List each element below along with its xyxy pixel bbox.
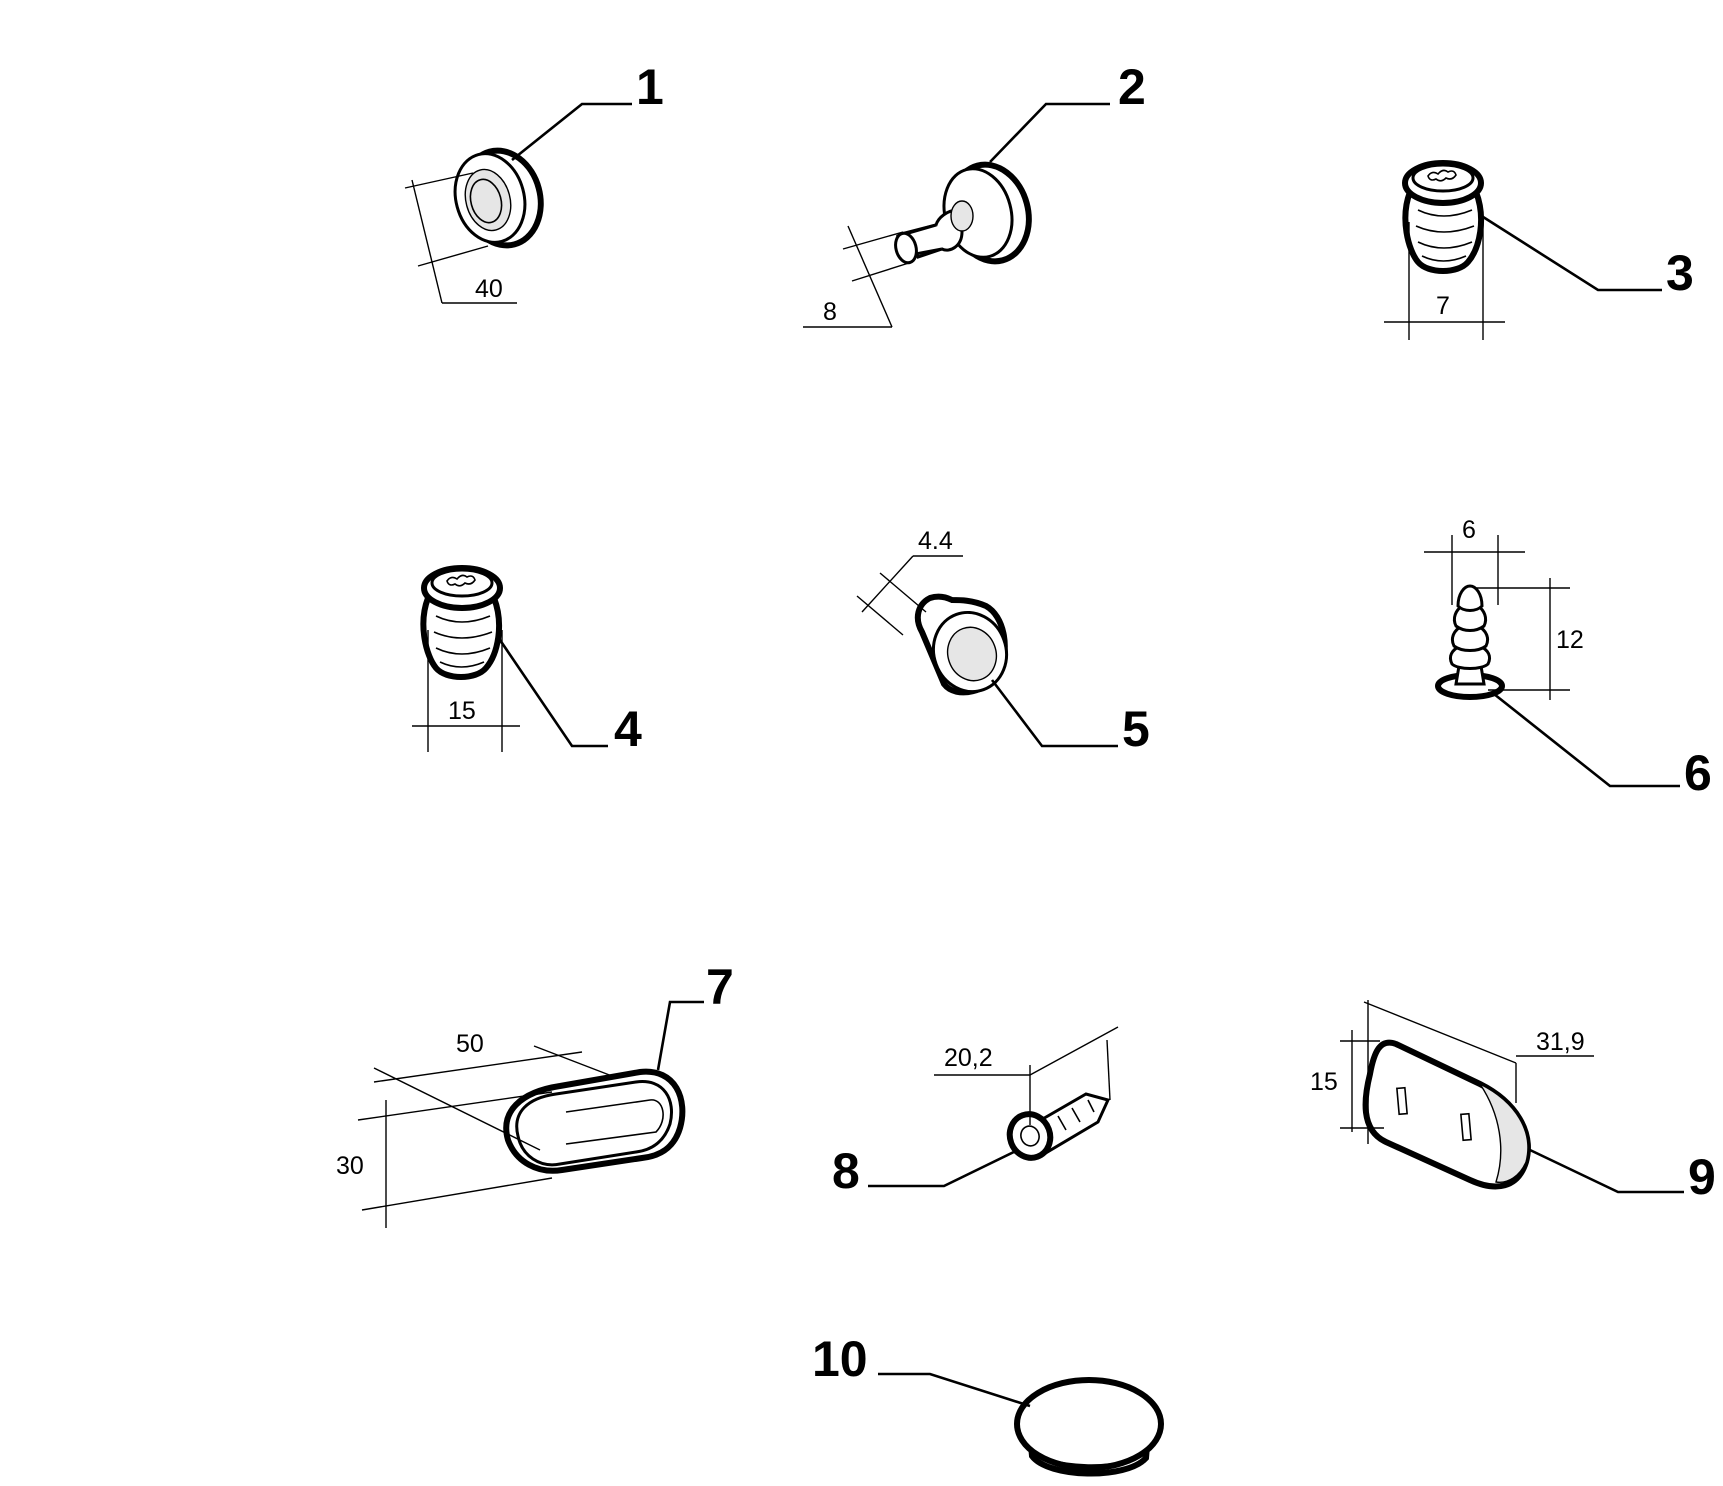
part-9-dim-lines bbox=[1340, 1000, 1594, 1144]
part-1-callout: 1 bbox=[636, 59, 664, 115]
part-6: 6 6 12 bbox=[1424, 516, 1712, 801]
part-7-dim-0: 50 bbox=[456, 1030, 484, 1058]
part-2-dim-lines bbox=[803, 225, 913, 328]
part-5-dim-0: 4.4 bbox=[918, 527, 953, 555]
part-5-drawing bbox=[914, 593, 1008, 696]
part-5-dim-lines bbox=[856, 555, 963, 636]
part-8-dim-0: 20,2 bbox=[944, 1044, 993, 1072]
part-4: 4 15 bbox=[412, 565, 642, 757]
part-9: 9 31,9 15 bbox=[1310, 1000, 1716, 1205]
part-8-callout: 8 bbox=[832, 1143, 860, 1199]
part-3-callout: 3 bbox=[1666, 245, 1694, 301]
part-5-leader bbox=[990, 679, 1118, 748]
part-4-callout: 4 bbox=[614, 701, 642, 757]
part-3-leader bbox=[1479, 213, 1662, 292]
part-1: 1 40 bbox=[404, 59, 664, 304]
part-6-callout: 6 bbox=[1684, 745, 1712, 801]
part-2-callout: 2 bbox=[1118, 59, 1146, 115]
part-5-callout: 5 bbox=[1122, 701, 1150, 757]
part-7-dim-1: 30 bbox=[336, 1152, 364, 1180]
part-7-drawing bbox=[503, 1068, 686, 1174]
part-2: 2 8 bbox=[803, 59, 1146, 328]
part-6-dim-0: 6 bbox=[1462, 516, 1476, 544]
part-5: 5 4.4 bbox=[856, 527, 1150, 757]
part-6-dim-lines bbox=[1424, 535, 1570, 700]
part-8: 8 20,2 bbox=[832, 1026, 1119, 1199]
part-3-dim-0: 7 bbox=[1436, 292, 1450, 320]
part-8-dim-lines bbox=[934, 1026, 1119, 1125]
part-8-leader bbox=[868, 1148, 1019, 1188]
part-10-leader bbox=[878, 1372, 1031, 1408]
part-7-dim-lines bbox=[357, 1045, 613, 1228]
part-8-drawing bbox=[1006, 1092, 1111, 1161]
part-4-dim-0: 15 bbox=[448, 697, 476, 725]
part-4-leader bbox=[498, 639, 608, 748]
part-9-dim-0: 31,9 bbox=[1536, 1028, 1585, 1056]
part-1-drawing bbox=[453, 147, 544, 249]
part-9-leader bbox=[1529, 1148, 1684, 1194]
part-9-dim-1: 15 bbox=[1310, 1068, 1338, 1096]
part-3: 3 7 bbox=[1384, 160, 1694, 340]
part-7-callout: 7 bbox=[706, 959, 734, 1015]
part-6-leader bbox=[1493, 692, 1680, 788]
part-1-leader bbox=[511, 102, 632, 162]
part-10: 10 bbox=[812, 1331, 1164, 1477]
part-1-dim-0: 40 bbox=[475, 275, 503, 303]
part-6-drawing bbox=[1435, 584, 1505, 700]
part-10-callout: 10 bbox=[812, 1331, 868, 1387]
part-3-dim-lines bbox=[1384, 222, 1505, 340]
part-2-dim-0: 8 bbox=[823, 298, 837, 326]
part-4-dim-lines bbox=[412, 630, 520, 752]
part-1-dim-lines bbox=[404, 172, 517, 304]
part-4-drawing bbox=[420, 565, 503, 680]
part-9-drawing bbox=[1362, 1039, 1531, 1190]
part-7-leader bbox=[656, 1000, 704, 1071]
part-6-dim-1: 12 bbox=[1556, 626, 1584, 654]
part-7: 7 50 30 bbox=[336, 959, 734, 1228]
part-9-callout: 9 bbox=[1688, 1149, 1716, 1205]
part-10-drawing bbox=[1014, 1377, 1164, 1477]
part-2-leader bbox=[989, 102, 1110, 163]
part-3-drawing bbox=[1402, 160, 1485, 274]
part-2-drawing bbox=[894, 161, 1032, 265]
